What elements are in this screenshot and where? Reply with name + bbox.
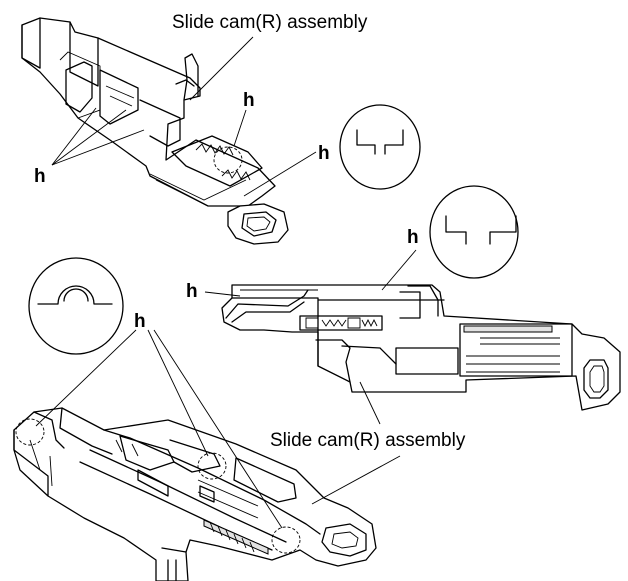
detail-circle-1	[339, 104, 421, 190]
h-label-top-left: h	[34, 166, 46, 187]
h-label-top-middle: h	[243, 90, 255, 111]
detail-circle-top	[213, 146, 243, 174]
assembly-label-top: Slide cam(R) assembly	[172, 12, 368, 33]
bottom-slide-cam-part	[13, 407, 377, 581]
h-label-right-top: h	[407, 227, 419, 248]
detail-circle-3	[28, 257, 124, 355]
detail-circle-bottom-left	[15, 418, 45, 446]
detail-circle-bottom-middle	[197, 452, 227, 480]
detail-circle-2	[429, 185, 519, 279]
h-label-right-left: h	[186, 281, 198, 302]
bottom-leader-lines	[35, 329, 401, 529]
h-label-top-right: h	[318, 143, 330, 164]
top-leader-lines	[51, 36, 317, 197]
detail-circle-bottom-right	[271, 526, 301, 554]
assembly-label-bottom: Slide cam(R) assembly	[270, 430, 466, 451]
right-leader-lines	[204, 249, 417, 425]
h-label-bottom: h	[134, 311, 146, 332]
top-slide-cam-part	[21, 17, 289, 245]
right-slide-cam-part	[221, 284, 621, 411]
